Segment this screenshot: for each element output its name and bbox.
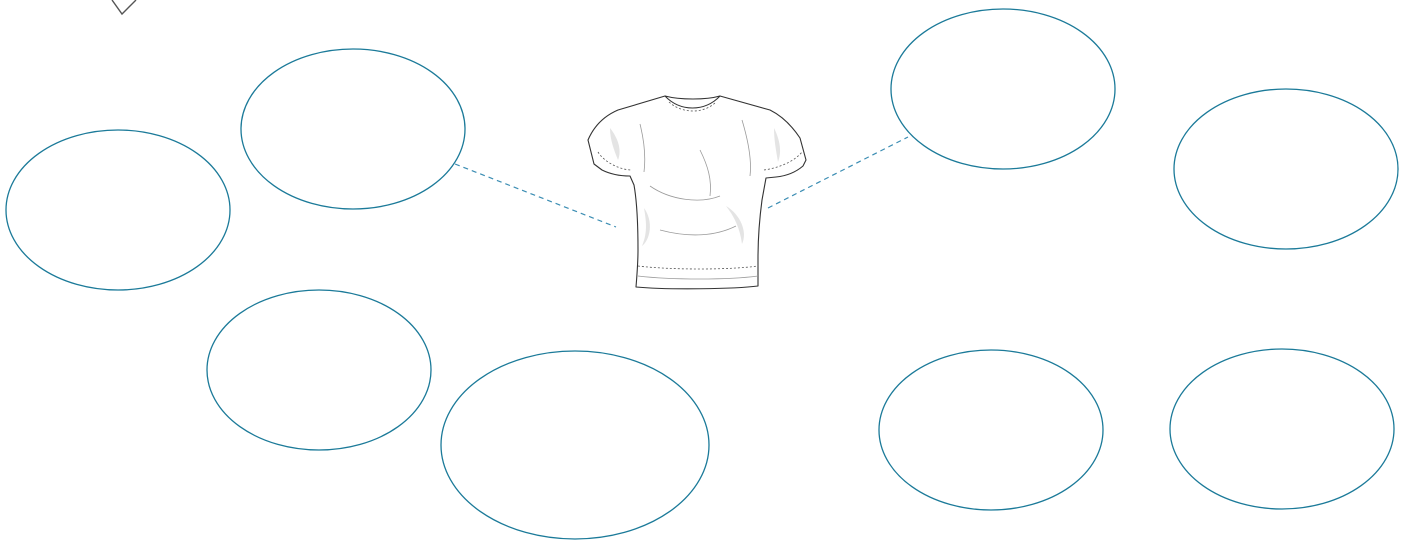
bubble-bottom-right[interactable] <box>1170 349 1394 509</box>
connector-top-left <box>455 164 616 227</box>
bubble-top-left[interactable] <box>241 49 465 209</box>
bubble-left[interactable] <box>6 130 230 290</box>
bubble-bottom-center[interactable] <box>441 351 709 539</box>
t-shirt-icon <box>588 96 806 289</box>
bubble-bottom-left[interactable] <box>207 290 431 450</box>
bubble-bottom-right-left[interactable] <box>879 350 1103 510</box>
corner-arrow-icon <box>112 0 136 14</box>
bubble-top-right[interactable] <box>891 9 1115 169</box>
bubble-right[interactable] <box>1174 89 1398 249</box>
